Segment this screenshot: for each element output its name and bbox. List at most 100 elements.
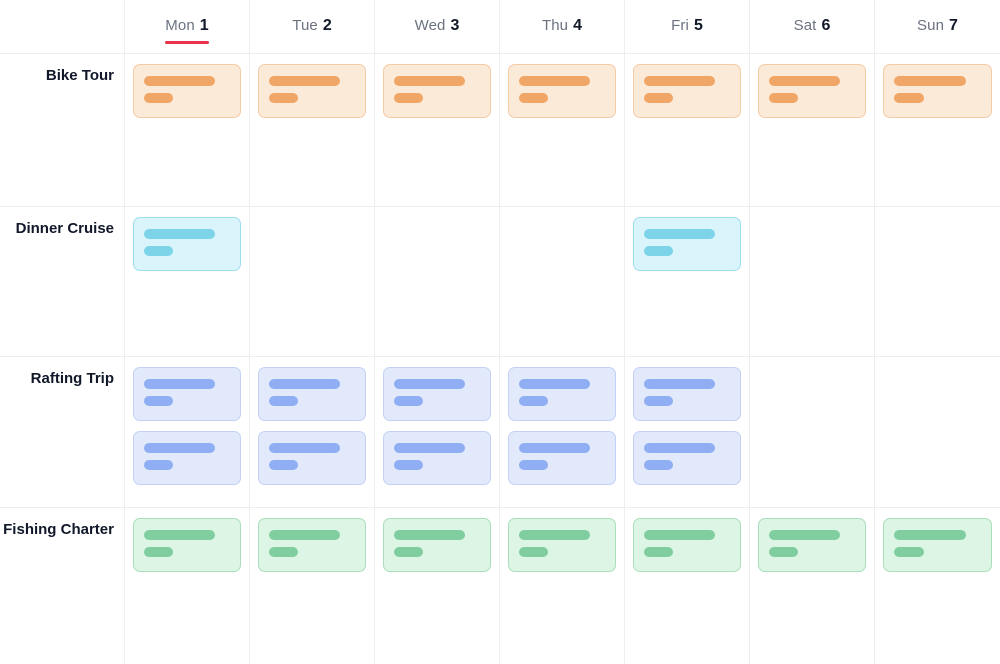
calendar-cell-dinner-cruise-sun[interactable] xyxy=(875,207,1000,356)
calendar-cell-fishing-charter-sat[interactable] xyxy=(750,508,875,664)
calendar-cell-fishing-charter-tue[interactable] xyxy=(250,508,375,664)
calendar-cell-rafting-trip-sat[interactable] xyxy=(750,357,875,507)
calendar-row: Bike Tour xyxy=(0,54,1000,207)
calendar-cell-rafting-trip-sun[interactable] xyxy=(875,357,1000,507)
event-title-placeholder-bar xyxy=(769,76,841,86)
event-title-placeholder-bar xyxy=(144,229,216,239)
calendar-cell-bike-tour-sat[interactable] xyxy=(750,54,875,206)
calendar-cell-dinner-cruise-fri[interactable] xyxy=(625,207,750,356)
row-label: Bike Tour xyxy=(45,67,114,84)
event-card[interactable] xyxy=(133,64,241,118)
event-card[interactable] xyxy=(508,367,616,421)
event-title-placeholder-bar xyxy=(644,229,716,239)
event-title-placeholder-bar xyxy=(644,379,716,389)
calendar-cell-rafting-trip-fri[interactable] xyxy=(625,357,750,507)
event-subtitle-placeholder-bar xyxy=(519,547,549,557)
event-card[interactable] xyxy=(508,518,616,572)
event-card[interactable] xyxy=(383,367,491,421)
event-subtitle-placeholder-bar xyxy=(519,93,549,103)
event-title-placeholder-bar xyxy=(894,530,967,540)
calendar-cell-bike-tour-wed[interactable] xyxy=(375,54,500,206)
event-subtitle-placeholder-bar xyxy=(394,547,424,557)
event-subtitle-placeholder-bar xyxy=(394,93,424,103)
event-title-placeholder-bar xyxy=(519,530,591,540)
event-card[interactable] xyxy=(258,367,366,421)
calendar-cell-fishing-charter-mon[interactable] xyxy=(125,508,250,664)
day-name-label: Sat xyxy=(793,16,817,34)
calendar-cell-bike-tour-mon[interactable] xyxy=(125,54,250,206)
calendar-cell-dinner-cruise-thu[interactable] xyxy=(500,207,625,356)
day-number-label: 1 xyxy=(199,16,209,34)
event-card[interactable] xyxy=(883,64,992,118)
event-title-placeholder-bar xyxy=(644,76,716,86)
event-title-placeholder-bar xyxy=(394,530,466,540)
event-card[interactable] xyxy=(383,431,491,485)
day-number-label: 4 xyxy=(573,16,583,34)
event-title-placeholder-bar xyxy=(394,379,466,389)
event-title-placeholder-bar xyxy=(519,443,591,453)
calendar-cell-dinner-cruise-sat[interactable] xyxy=(750,207,875,356)
calendar-cell-fishing-charter-thu[interactable] xyxy=(500,508,625,664)
event-card[interactable] xyxy=(258,518,366,572)
event-subtitle-placeholder-bar xyxy=(644,246,674,256)
calendar-cell-rafting-trip-tue[interactable] xyxy=(250,357,375,507)
event-title-placeholder-bar xyxy=(894,76,967,86)
calendar-cell-dinner-cruise-mon[interactable] xyxy=(125,207,250,356)
event-subtitle-placeholder-bar xyxy=(144,460,174,470)
calendar-cell-dinner-cruise-tue[interactable] xyxy=(250,207,375,356)
event-card[interactable] xyxy=(633,518,741,572)
event-title-placeholder-bar xyxy=(519,76,591,86)
event-card[interactable] xyxy=(633,64,741,118)
event-card[interactable] xyxy=(383,64,491,118)
event-card[interactable] xyxy=(508,64,616,118)
event-card[interactable] xyxy=(383,518,491,572)
event-card[interactable] xyxy=(508,431,616,485)
day-name-label: Fri xyxy=(671,16,689,34)
calendar-cell-fishing-charter-fri[interactable] xyxy=(625,508,750,664)
day-name-label: Sun xyxy=(917,16,945,34)
event-card[interactable] xyxy=(133,431,241,485)
event-card[interactable] xyxy=(133,367,241,421)
row-label: Dinner Cruise xyxy=(15,220,114,237)
calendar-cell-bike-tour-sun[interactable] xyxy=(875,54,1000,206)
event-card[interactable] xyxy=(758,518,866,572)
calendar-cell-rafting-trip-mon[interactable] xyxy=(125,357,250,507)
event-subtitle-placeholder-bar xyxy=(144,246,174,256)
event-card[interactable] xyxy=(633,367,741,421)
event-title-placeholder-bar xyxy=(644,530,716,540)
calendar-cell-dinner-cruise-wed[interactable] xyxy=(375,207,500,356)
calendar-cell-rafting-trip-thu[interactable] xyxy=(500,357,625,507)
calendar-cell-bike-tour-fri[interactable] xyxy=(625,54,750,206)
calendar-cell-bike-tour-tue[interactable] xyxy=(250,54,375,206)
event-card[interactable] xyxy=(258,64,366,118)
event-card[interactable] xyxy=(633,431,741,485)
event-card[interactable] xyxy=(133,217,241,271)
day-number-label: 3 xyxy=(450,16,460,34)
day-name-label: Tue xyxy=(292,16,318,34)
calendar-cell-rafting-trip-wed[interactable] xyxy=(375,357,500,507)
calendar-cell-bike-tour-thu[interactable] xyxy=(500,54,625,206)
event-card[interactable] xyxy=(758,64,866,118)
event-card[interactable] xyxy=(133,518,241,572)
event-card[interactable] xyxy=(883,518,992,572)
event-subtitle-placeholder-bar xyxy=(769,547,799,557)
calendar-cell-fishing-charter-wed[interactable] xyxy=(375,508,500,664)
event-title-placeholder-bar xyxy=(269,379,341,389)
event-card[interactable] xyxy=(633,217,741,271)
calendar-cell-fishing-charter-sun[interactable] xyxy=(875,508,1000,664)
event-card[interactable] xyxy=(258,431,366,485)
event-title-placeholder-bar xyxy=(269,530,341,540)
event-subtitle-placeholder-bar xyxy=(269,547,299,557)
